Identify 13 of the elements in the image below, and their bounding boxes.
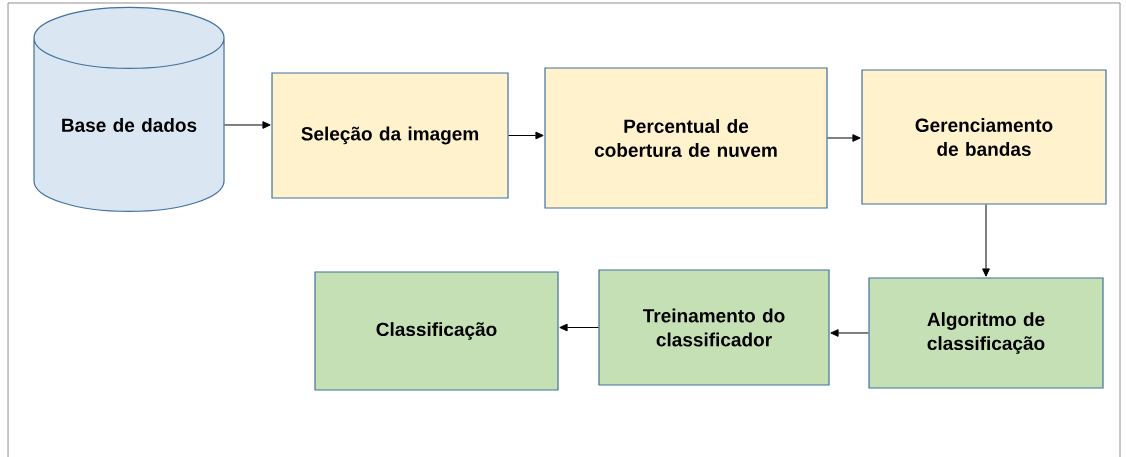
arrow — [508, 131, 544, 140]
arrow — [830, 329, 869, 337]
process-box: Treinamento do classificador — [598, 269, 830, 386]
arrow — [982, 204, 990, 277]
process-box: Classificação — [314, 271, 559, 391]
process-box: Percentual de cobertura de nuvem — [544, 67, 828, 209]
process-box: Algoritmo de classificação — [868, 277, 1104, 389]
process-box: Seleção da imagem — [271, 72, 509, 199]
arrow — [224, 121, 271, 129]
arrow — [827, 134, 861, 142]
arrow — [559, 323, 599, 332]
database-cylinder: Base de dados — [33, 6, 225, 213]
process-box: Gerenciamento de bandas — [861, 69, 1107, 205]
